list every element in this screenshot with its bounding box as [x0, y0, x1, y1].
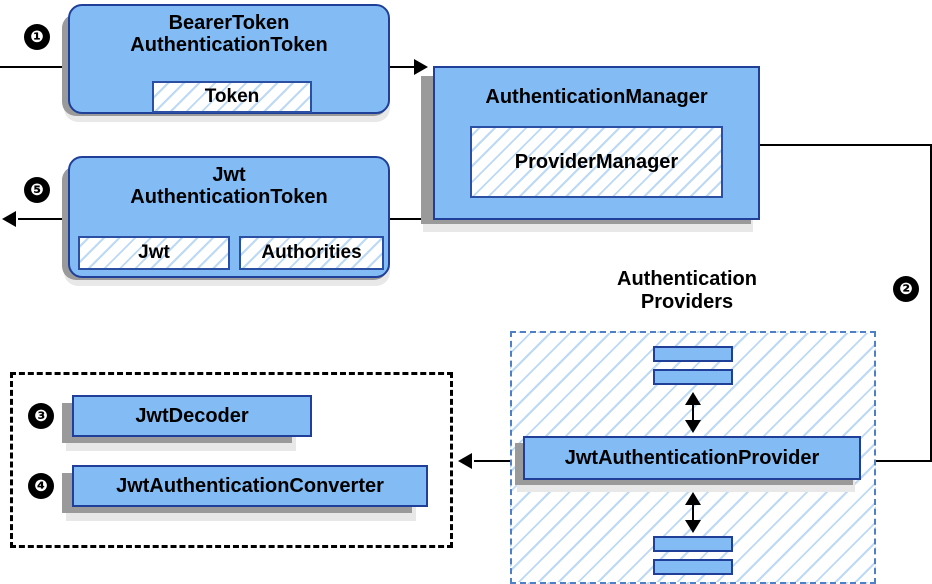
connector-output-arrow	[2, 211, 16, 227]
authentication-providers-label: Authentication Providers	[617, 268, 757, 313]
inner-box-jwt[interactable]: Jwt	[78, 236, 230, 270]
connector-input-line	[0, 66, 68, 68]
connector-manager-out-h1	[760, 144, 932, 146]
connector-provider-to-support-arrow	[458, 453, 472, 469]
marker-4: ❹	[28, 473, 54, 499]
connector-provider-to-support-line	[474, 460, 522, 462]
provider-placeholder-bar-bottom-2	[653, 559, 733, 575]
provider-link-line-top	[692, 398, 694, 424]
inner-box-jwt-label: Jwt	[138, 242, 170, 263]
node-jwt-authentication-token-title: Jwt AuthenticationToken	[130, 164, 328, 209]
inner-box-token[interactable]: Token	[152, 81, 312, 113]
provider-link-line-bottom	[692, 498, 694, 524]
provider-placeholder-bar-top-1	[653, 346, 733, 362]
provider-placeholder-bar-top-2	[653, 369, 733, 385]
connector-bearer-to-manager-arrow	[414, 59, 428, 75]
inner-box-authorities-label: Authorities	[261, 242, 362, 263]
node-jwt-authentication-converter-title: JwtAuthenticationConverter	[116, 474, 384, 497]
marker-5: ❺	[24, 177, 50, 203]
node-jwt-authentication-token[interactable]: Jwt AuthenticationToken Jwt Authorities	[68, 156, 390, 278]
connector-manager-to-provider-h	[876, 460, 932, 462]
marker-1: ❶	[24, 24, 50, 50]
inner-box-authorities[interactable]: Authorities	[239, 236, 384, 270]
node-jwt-authentication-provider-title: JwtAuthenticationProvider	[564, 446, 820, 469]
connector-jwt-token-out-line	[18, 218, 70, 220]
connector-manager-to-jwt-token-line	[388, 218, 434, 220]
node-bearer-token-title: BearerToken AuthenticationToken	[130, 12, 328, 57]
node-authentication-manager-title: AuthenticationManager	[485, 86, 708, 108]
node-jwt-authentication-provider[interactable]: JwtAuthenticationProvider	[523, 436, 861, 480]
inner-box-token-label: Token	[204, 86, 260, 107]
node-bearer-token-authentication-token[interactable]: BearerToken AuthenticationToken Token	[68, 4, 390, 114]
inner-box-provider-manager[interactable]: ProviderManager	[470, 126, 723, 198]
provider-link-arrow-bottom-down	[685, 520, 701, 533]
group-jwt-support	[10, 372, 453, 548]
node-jwt-authentication-converter[interactable]: JwtAuthenticationConverter	[72, 465, 428, 507]
inner-box-provider-manager-label: ProviderManager	[514, 150, 679, 173]
node-jwt-decoder[interactable]: JwtDecoder	[72, 395, 312, 437]
marker-3: ❸	[28, 403, 54, 429]
node-jwt-decoder-title: JwtDecoder	[135, 404, 249, 427]
node-authentication-manager[interactable]: AuthenticationManager ProviderManager	[433, 66, 760, 220]
connector-manager-out-v	[930, 144, 932, 461]
provider-placeholder-bar-bottom-1	[653, 536, 733, 552]
connector-bearer-to-manager-line	[388, 66, 422, 68]
marker-2: ❷	[893, 276, 919, 302]
provider-link-arrow-top-down	[685, 420, 701, 433]
